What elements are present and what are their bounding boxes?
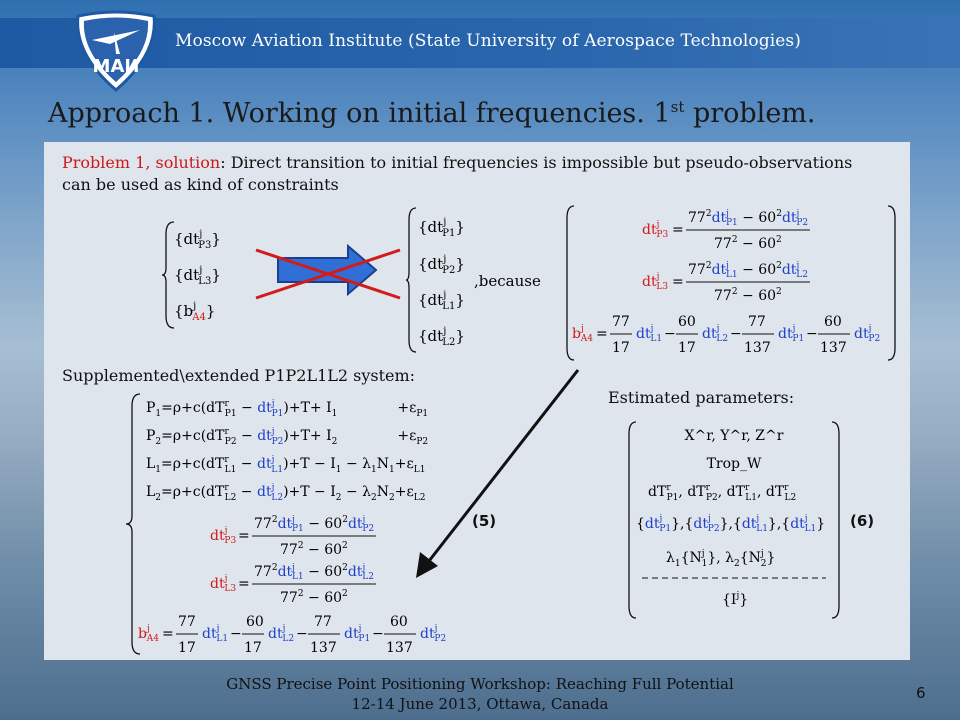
svg-text:60: 60 <box>824 314 842 330</box>
svg-text:−: − <box>372 626 384 642</box>
svg-text:772 − 602: 772 − 602 <box>714 287 782 304</box>
slide-title: Approach 1. Working on initial frequenci… <box>48 98 816 129</box>
crossed-arrow-icon <box>255 243 401 300</box>
svg-text:=: = <box>238 576 250 592</box>
svg-text:17: 17 <box>178 640 196 656</box>
header-band <box>0 18 960 68</box>
svg-text:772 − 602: 772 − 602 <box>280 541 348 558</box>
svg-text:137: 137 <box>820 340 847 356</box>
svg-text:=: = <box>672 274 684 290</box>
footer-line-1: GNSS Precise Point Positioning Workshop:… <box>226 675 734 693</box>
svg-text:=: = <box>672 222 684 238</box>
estimated-label: Estimated parameters: <box>608 388 795 407</box>
svg-text:−: − <box>806 326 818 342</box>
because-word: ,because <box>474 272 541 290</box>
institute-name: Moscow Aviation Institute (State Univers… <box>175 31 801 51</box>
svg-text:77: 77 <box>612 314 630 330</box>
problem-text: : Direct transition to initial frequenci… <box>62 153 853 194</box>
svg-text:λ1{Nj1}, λ2{Nj2}: λ1{Nj1}, λ2{Nj2} <box>666 549 775 569</box>
svg-text:=: = <box>596 326 608 342</box>
svg-text:=: = <box>238 528 250 544</box>
problem-statement: Problem 1, solution: Direct transition t… <box>62 152 882 196</box>
svg-text:17: 17 <box>678 340 696 356</box>
svg-text:60: 60 <box>678 314 696 330</box>
svg-text:77: 77 <box>178 614 196 630</box>
svg-text:60: 60 <box>246 614 264 630</box>
svg-text:{Ij}: {Ij} <box>722 591 748 608</box>
troposphere-param: Trop_W <box>707 456 762 472</box>
svg-text:−: − <box>730 326 742 342</box>
svg-text:137: 137 <box>386 640 413 656</box>
svg-text:−: − <box>230 626 242 642</box>
svg-text:772 − 602: 772 − 602 <box>714 235 782 252</box>
svg-text:−: − <box>296 626 308 642</box>
diagonal-arrow-icon <box>416 369 580 578</box>
supplemented-label: Supplemented\extended P1P2L1L2 system: <box>62 366 416 385</box>
page-number: 6 <box>916 684 926 702</box>
svg-text:−: − <box>664 326 676 342</box>
problem-label: Problem 1, solution <box>62 153 221 172</box>
position-params: X^r, Y^r, Z^r <box>685 428 784 444</box>
svg-text:137: 137 <box>744 340 771 356</box>
svg-text:137: 137 <box>310 640 337 656</box>
content-panel <box>44 142 910 660</box>
svg-text:60: 60 <box>390 614 408 630</box>
mai-logo: МАИ <box>76 10 156 92</box>
svg-text:77: 77 <box>314 614 332 630</box>
svg-text:17: 17 <box>612 340 630 356</box>
equation-tag-6: (6) <box>850 512 875 530</box>
svg-text:77: 77 <box>748 314 766 330</box>
svg-text:17: 17 <box>244 640 262 656</box>
footer-line-2: 12-14 June 2013, Ottawa, Canada <box>351 695 609 713</box>
svg-text:МАИ: МАИ <box>93 56 140 77</box>
svg-text:=: = <box>162 626 174 642</box>
equation-tag-5: (5) <box>472 512 497 530</box>
svg-text:772 − 602: 772 − 602 <box>280 589 348 606</box>
